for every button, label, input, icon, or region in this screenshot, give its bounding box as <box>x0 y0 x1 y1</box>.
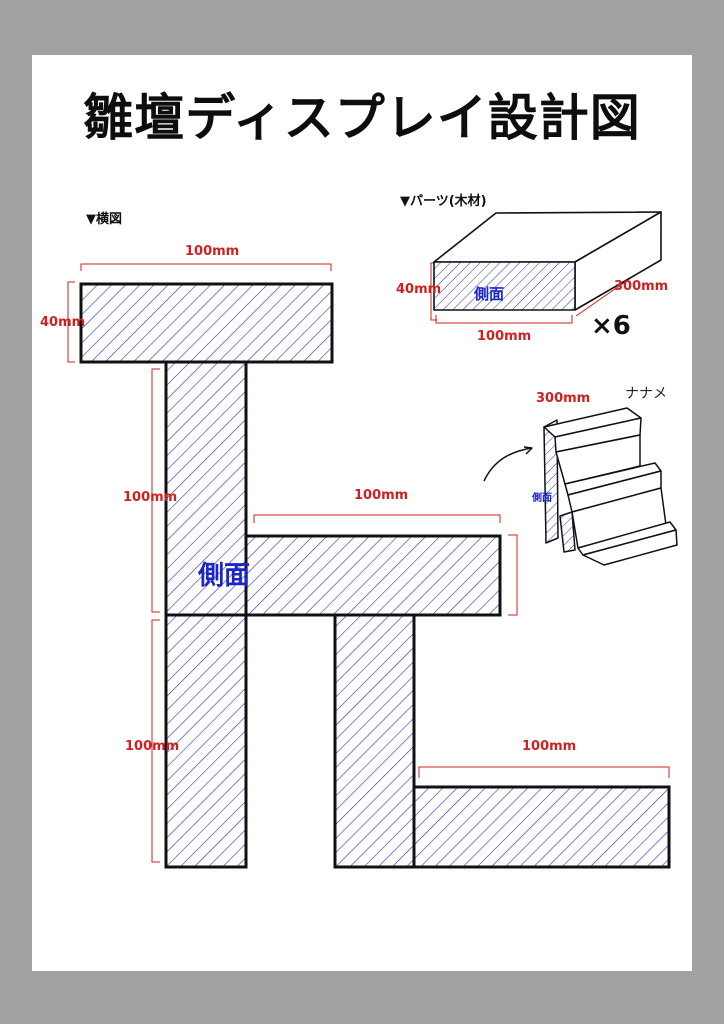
dim-label-part-depth: 300mm <box>614 279 669 294</box>
part-block <box>433 211 662 311</box>
board-inner-post <box>333 613 416 869</box>
dim-middle-height <box>508 534 518 616</box>
board-top <box>79 282 334 364</box>
dim-label-top-height: 40mm <box>40 315 86 330</box>
dim-label-post-lower: 100mm <box>125 739 180 754</box>
dim-post-upper <box>151 368 160 613</box>
dim-label-part-height: 40mm <box>396 282 442 297</box>
dim-label-top-width: 100mm <box>185 244 240 259</box>
dim-bottom-width <box>418 766 670 778</box>
dim-label-post-upper: 100mm <box>123 490 178 505</box>
dim-middle-width <box>253 514 501 523</box>
board-middle-step <box>244 534 502 617</box>
side-label-sketch: 側面 <box>532 493 552 504</box>
part-front-face <box>433 261 576 311</box>
dim-label-middle-width: 100mm <box>354 488 409 503</box>
side-label-main: 側面 <box>198 561 251 591</box>
dim-label-part-width: 100mm <box>477 329 532 344</box>
sketch-note: ナナメ <box>625 386 667 402</box>
page-title: 雛壇ディスプレイ設計図 <box>83 89 641 147</box>
side-view-heading: ▼横図 <box>86 212 122 227</box>
board-bottom-step <box>412 785 671 869</box>
side-label-part: 側面 <box>474 285 505 303</box>
sketch-arrow <box>483 447 532 482</box>
dim-post-lower <box>151 619 160 863</box>
dim-part-width <box>435 315 573 324</box>
dim-label-bottom-width: 100mm <box>522 739 577 754</box>
dim-top-width <box>80 263 332 271</box>
side-view <box>79 282 671 869</box>
dim-top-height <box>67 281 75 363</box>
parts-count: ×6 <box>591 311 631 341</box>
step-sketch <box>483 407 678 566</box>
dim-label-sketch-depth: 300mm <box>536 391 591 406</box>
parts-heading: ▼パーツ(木材) <box>400 194 487 209</box>
board-post-lower <box>164 613 248 869</box>
